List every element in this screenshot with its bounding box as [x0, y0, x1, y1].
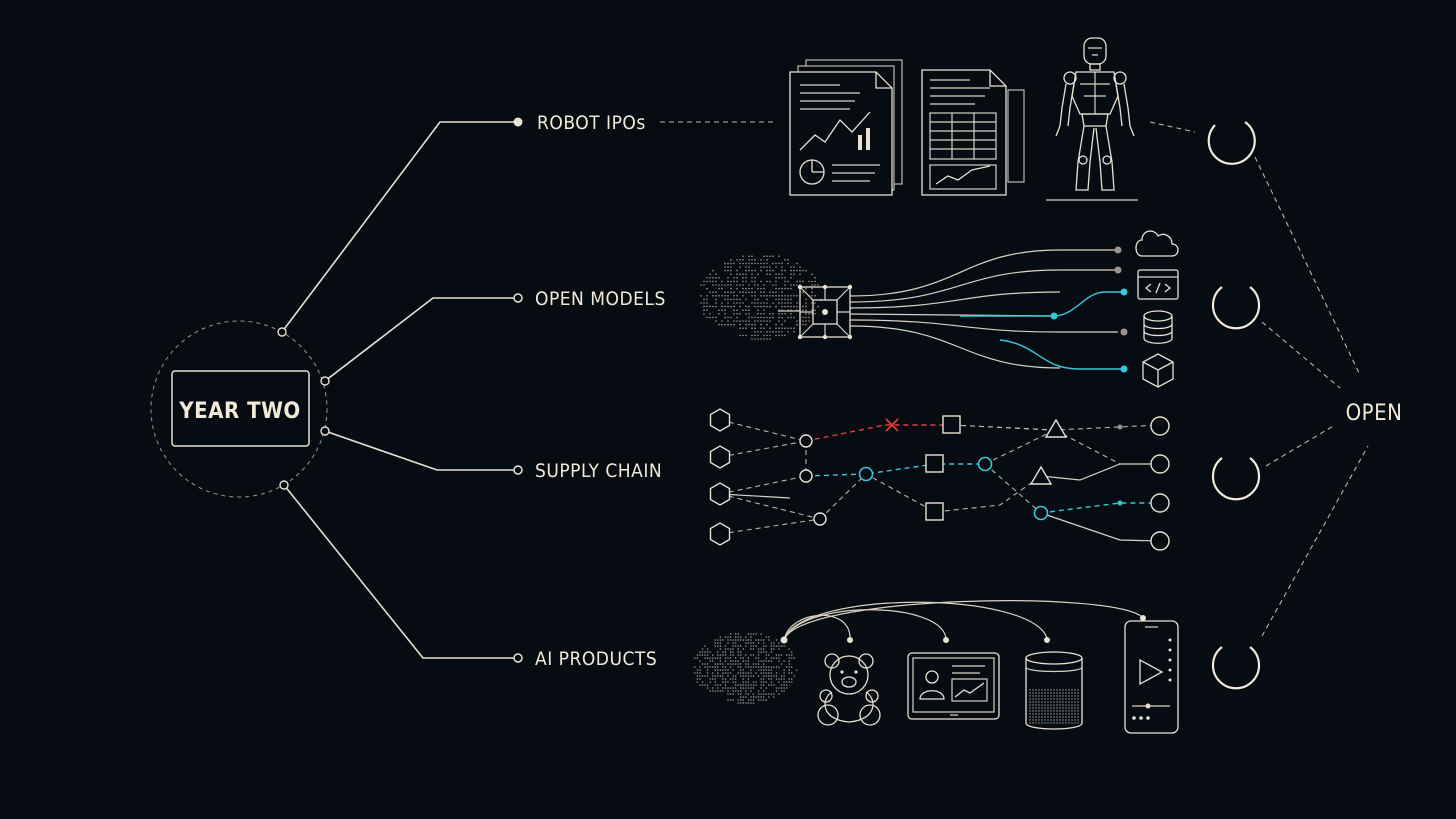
branch-label-robot-ipos: ROBOT IPOs: [537, 112, 646, 134]
cloud-icon: [1135, 230, 1179, 257]
product-connectors: [780, 600, 1146, 644]
center-node: YEAR TWO: [150, 320, 328, 498]
document-chart-icon: [789, 59, 903, 196]
smartphone-icon: [1124, 620, 1179, 734]
open-ring-icon: [1207, 121, 1256, 165]
chip-icon: [778, 284, 853, 340]
smart-speaker-icon: [1025, 651, 1083, 730]
code-window-icon: [1137, 269, 1179, 300]
branch-connectors: [277, 117, 523, 663]
branch-label-ai-products: AI PRODUCTS: [535, 648, 657, 670]
tablet-icon: [907, 652, 1000, 720]
humanoid-robot-icon: [1046, 37, 1138, 201]
document-table-icon: [921, 69, 1025, 196]
supplier-node: [709, 522, 731, 546]
open-ring-icon: [1211, 457, 1261, 501]
supplier-node: [709, 482, 731, 506]
destination-label: OPEN: [1346, 401, 1403, 426]
open-ring-icon: [1211, 286, 1261, 330]
branch-label-open-models: OPEN MODELS: [535, 288, 666, 310]
convergence-lines: [1254, 156, 1369, 637]
teddy-bear-icon: [817, 653, 881, 726]
supplier-node: [709, 408, 731, 432]
cube-icon: [1142, 353, 1174, 388]
dotted-map-icon: [700, 255, 822, 340]
branch-label-supply-chain: SUPPLY CHAIN: [535, 460, 662, 482]
dotted-map-icon: [694, 633, 798, 704]
model-fan-out-lines: [849, 246, 1128, 373]
supply-chain-network: [709, 408, 1170, 551]
supplier-node: [709, 445, 731, 469]
open-ring-icon: [1211, 646, 1261, 690]
center-label: YEAR TWO: [178, 399, 300, 424]
database-icon: [1143, 310, 1173, 344]
